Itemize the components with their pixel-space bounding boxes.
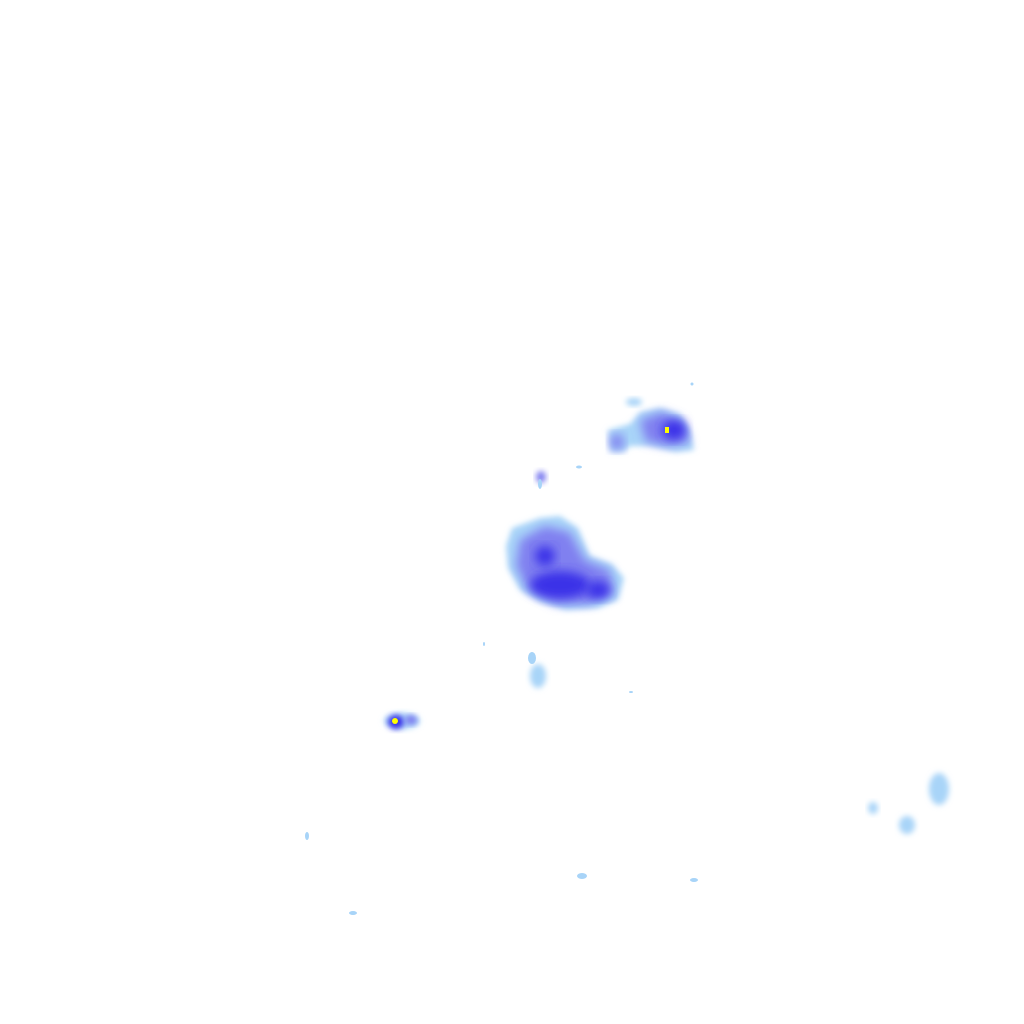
precip-echo-light [626, 398, 642, 406]
precip-echo-light [629, 691, 633, 693]
precip-echo-light [577, 873, 587, 879]
precip-echo-light [690, 878, 698, 882]
precip-echo-light [528, 652, 536, 664]
precip-echo-moderate [536, 471, 546, 483]
precip-echo-light [305, 832, 309, 840]
precip-echo-moderate [610, 434, 624, 450]
precip-echo-heavy [530, 571, 590, 599]
precip-echo-light [929, 773, 949, 805]
precip-echo-light [349, 911, 357, 915]
precip-echo-light [483, 642, 485, 646]
intense-core [665, 427, 669, 433]
precip-scattered-echoes [305, 382, 949, 915]
precip-echo-light [538, 479, 542, 489]
precip-echo-light [899, 816, 915, 834]
precip-echo-light [576, 465, 582, 469]
precip-echo-heavy [535, 546, 555, 566]
precip-echo-moderate [405, 715, 417, 725]
intense-core [392, 718, 398, 724]
precip-echo-light [530, 664, 546, 688]
precip-echo-heavy [586, 581, 610, 599]
precip-cell-northeast [608, 398, 694, 452]
precip-echo-heavy [662, 420, 686, 440]
precip-cell-central [506, 516, 624, 610]
precip-echo-light [868, 802, 878, 814]
precip-cell-southwest [384, 713, 420, 729]
precip-echo-light [690, 382, 694, 386]
